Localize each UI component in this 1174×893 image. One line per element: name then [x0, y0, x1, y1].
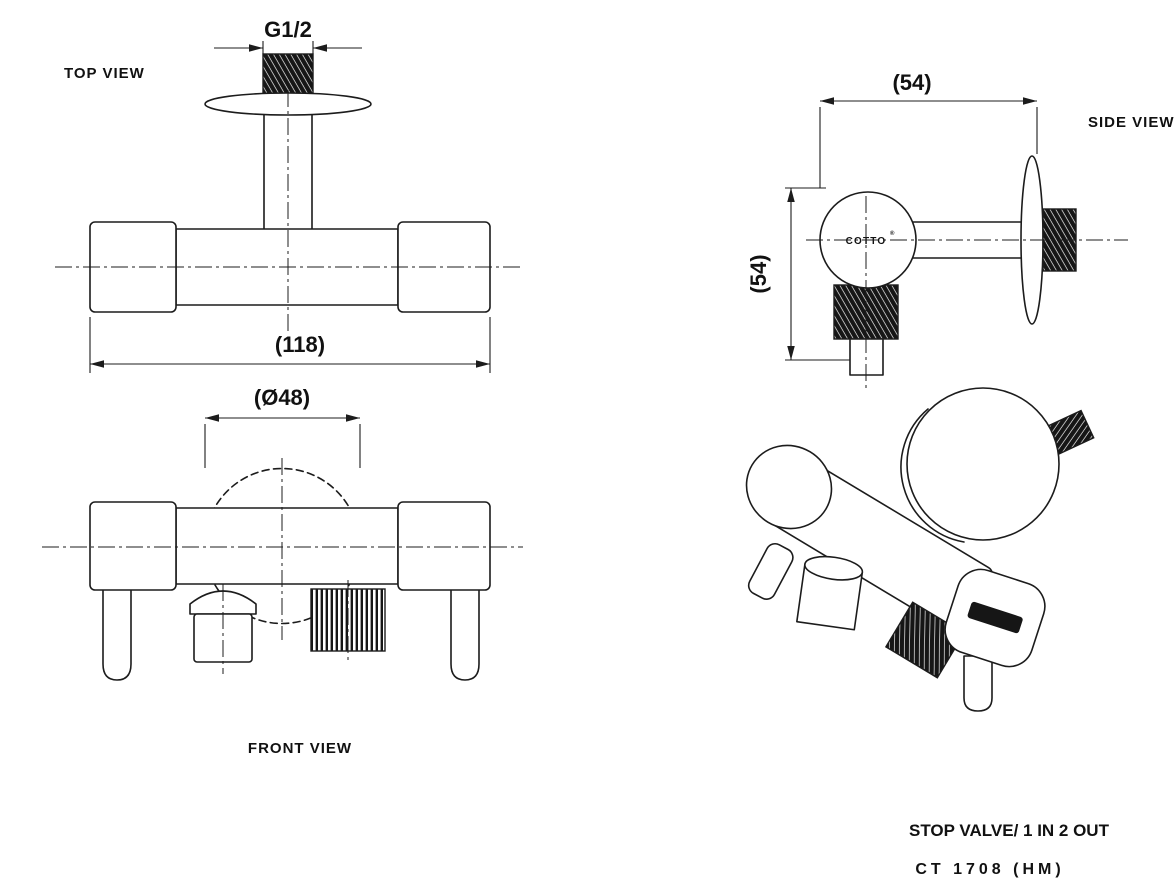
front-body [89, 501, 491, 591]
dim-diameter-text: (Ø48) [254, 385, 310, 410]
model-number: CT 1708 (HM) [915, 861, 1064, 878]
product-name: STOP VALVE/ 1 IN 2 OUT [909, 821, 1110, 840]
iso-stem [963, 655, 993, 712]
iso-outlet-thread [884, 601, 966, 679]
dim-width-118: (118) [89, 317, 491, 373]
isometric-view [745, 387, 1095, 712]
front-right-leg [450, 585, 480, 681]
front-outlet-cap [189, 590, 257, 663]
dim-thread-text: G1/2 [264, 17, 312, 42]
front-left-leg [102, 585, 132, 681]
side-view: (54) SIDE VIEW (54) COTTO ® [746, 70, 1174, 390]
iso-handle-stub [747, 542, 794, 600]
title-block: STOP VALVE/ 1 IN 2 OUT CT 1708 (HM) [909, 821, 1110, 878]
top-view-label: TOP VIEW [64, 65, 145, 82]
iso-wall-flange-rim [900, 408, 965, 543]
iso-wall-flange [906, 387, 1060, 541]
dim-thread-g12: G1/2 [214, 17, 362, 54]
dim-height-text: (54) [746, 254, 771, 293]
dim-depth-54: (54) [819, 70, 1038, 188]
dim-height-54: (54) [746, 187, 855, 361]
iso-knob-slot [967, 601, 1023, 634]
front-body-right-cap [397, 501, 491, 591]
dim-depth-text: (54) [892, 70, 931, 95]
brand-registered-mark: ® [890, 230, 895, 237]
side-view-label: SIDE VIEW [1088, 114, 1174, 131]
iso-outlet-cap-rim [804, 555, 864, 581]
front-body-left-cap [89, 501, 177, 591]
iso-body-left-cap [745, 444, 833, 530]
front-view-label: FRONT VIEW [248, 740, 352, 757]
top-view: TOP VIEW G1/2 (118) [55, 17, 523, 373]
front-body-tube [175, 507, 399, 585]
dim-width-text: (118) [275, 332, 325, 357]
brand-text: COTTO [846, 236, 887, 247]
front-view: (Ø48) FRONT VIEW [42, 385, 523, 757]
top-inlet-thread [262, 53, 314, 95]
dim-diameter-48: (Ø48) [204, 385, 361, 468]
